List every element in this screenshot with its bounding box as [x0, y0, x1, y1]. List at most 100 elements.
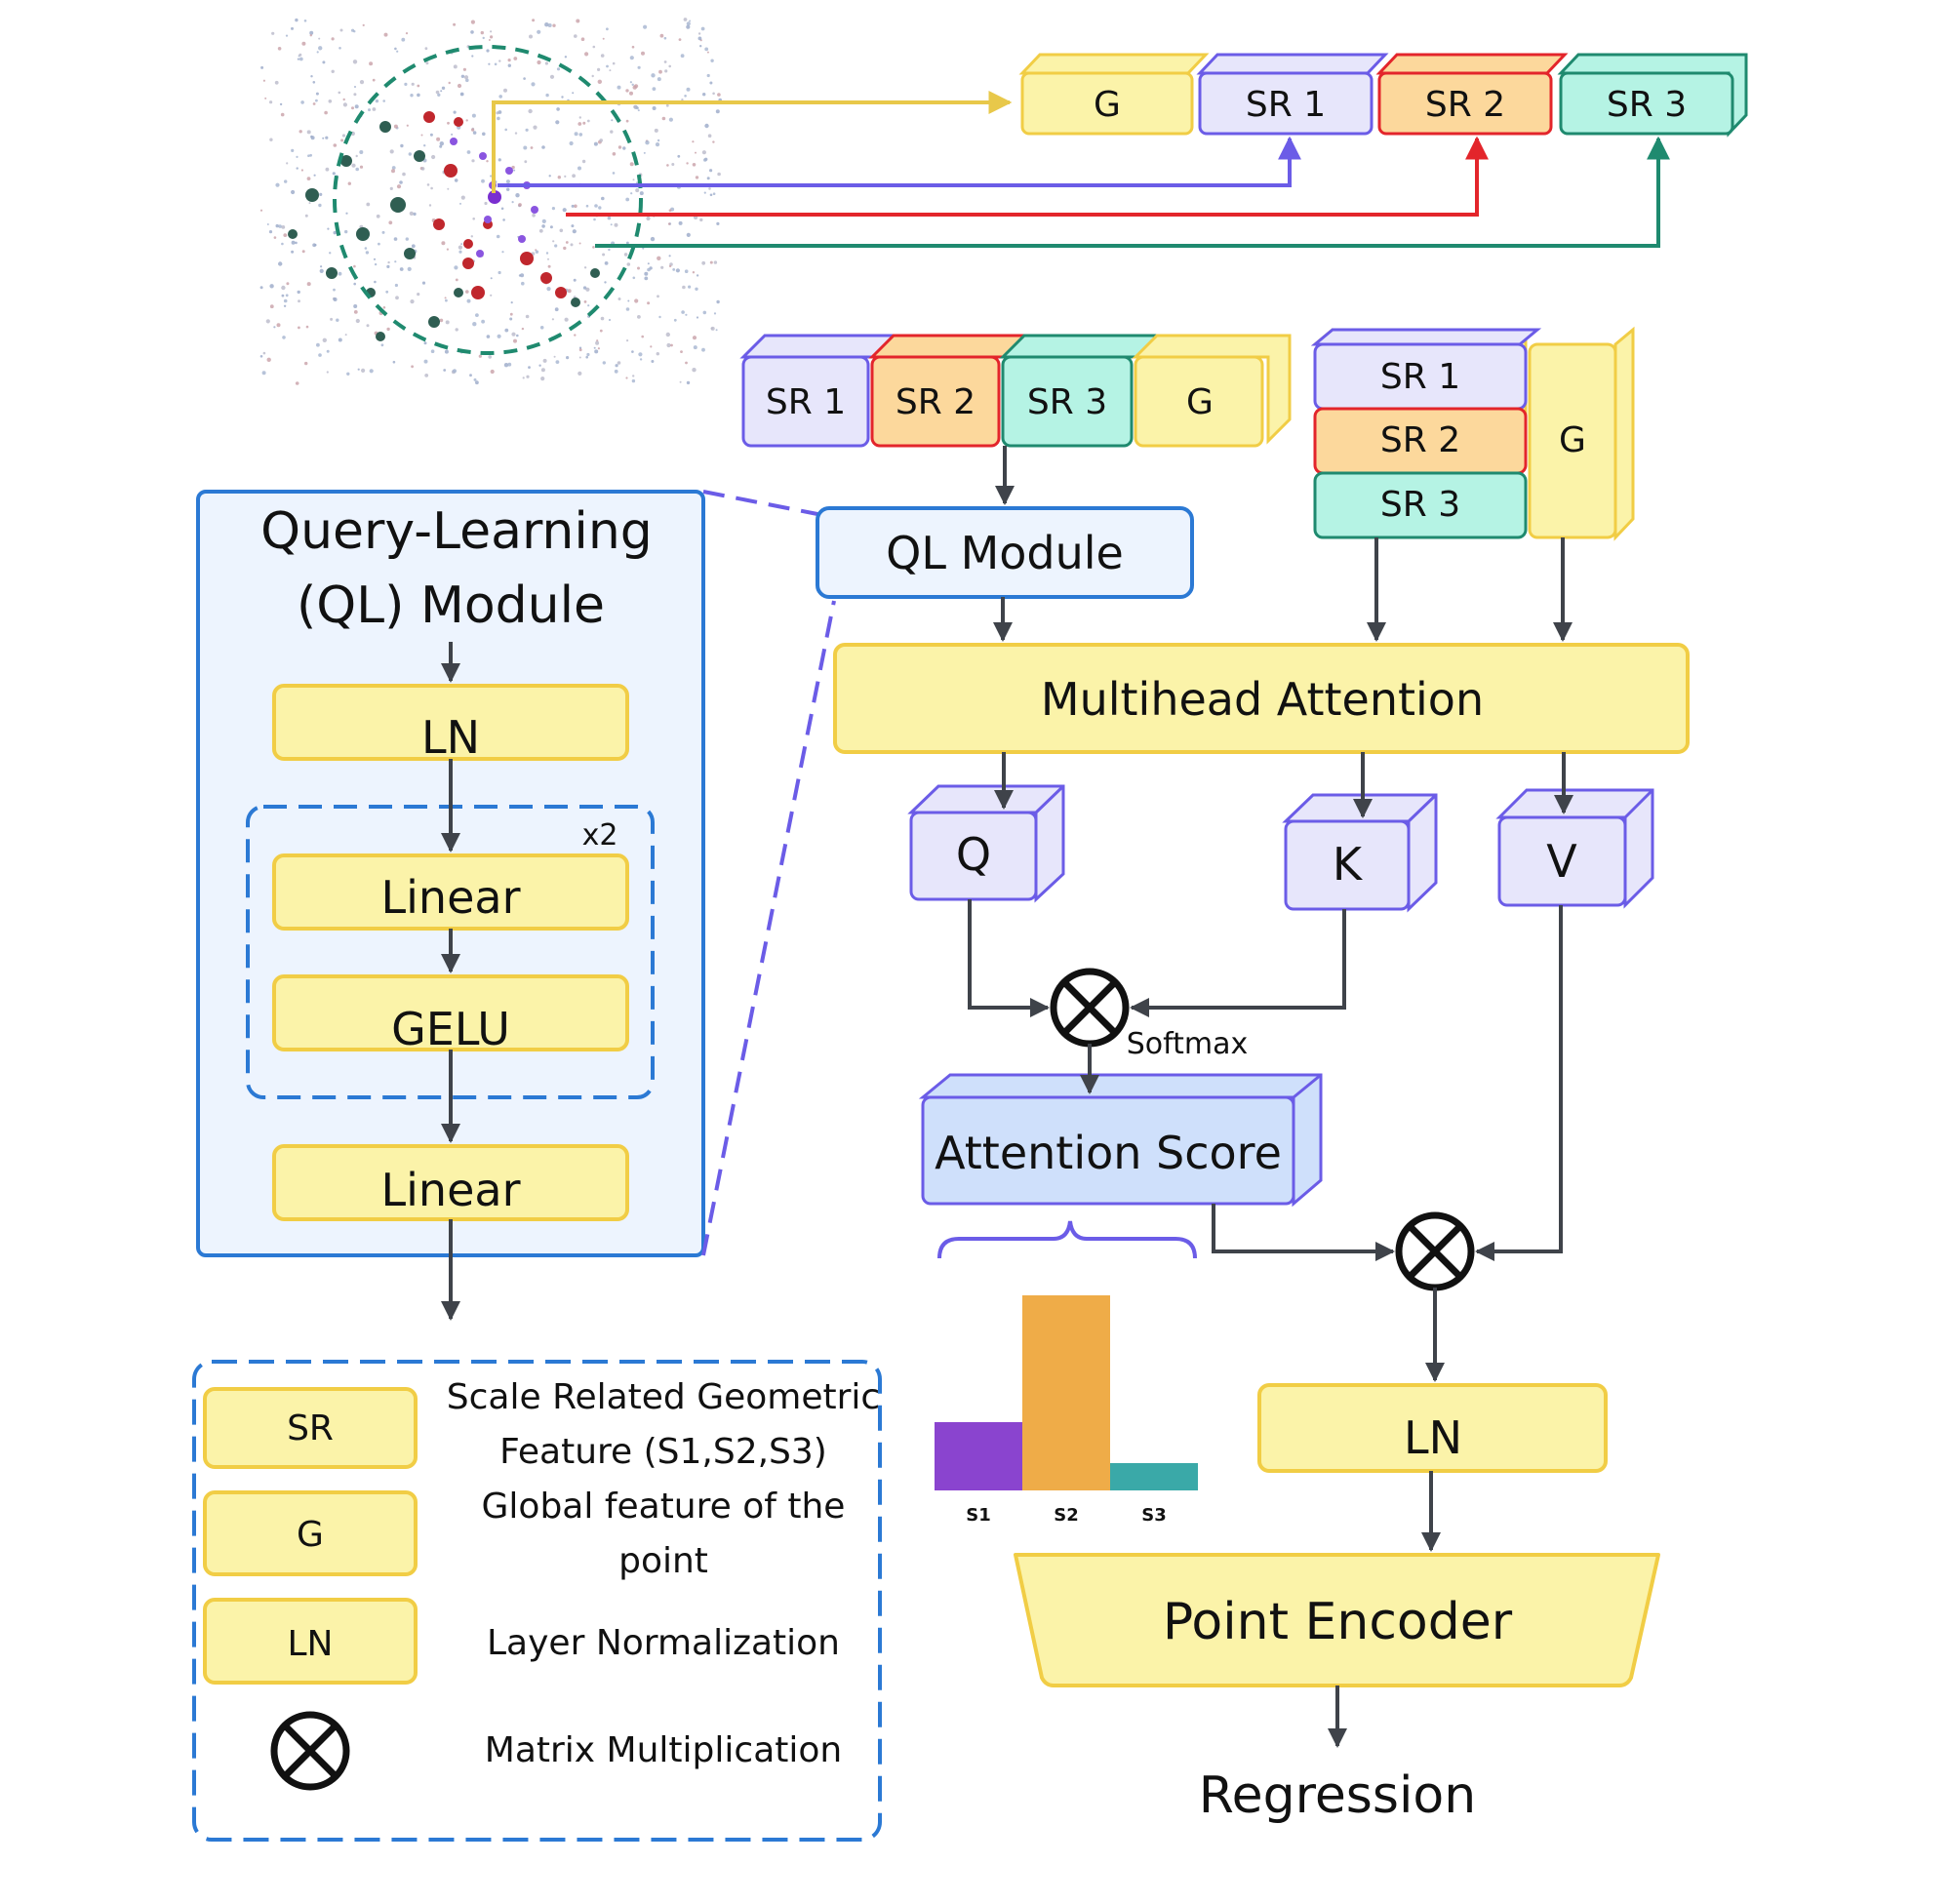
- query-g-label: G: [1186, 382, 1214, 422]
- cloud-dot: [331, 69, 335, 74]
- cloud-dot: [602, 361, 606, 365]
- cloud-dot: [632, 85, 637, 90]
- cloud-dot: [281, 242, 284, 246]
- cloud-dot: [533, 125, 538, 130]
- cloud-dot: [325, 167, 330, 172]
- cloud-dot: [355, 318, 360, 324]
- cloud-dot: [530, 146, 534, 149]
- cloud-dot: [556, 67, 561, 71]
- softmax-label: Softmax: [1127, 1027, 1249, 1061]
- cloud-dot: [488, 355, 493, 359]
- cloud-dot: [296, 155, 299, 158]
- cloud-dot: [547, 23, 552, 27]
- cloud-dot: [441, 86, 446, 91]
- cloud-dot: [409, 211, 414, 216]
- cloud-dot: [424, 374, 429, 377]
- cloud-dot: [658, 69, 662, 74]
- cloud-dot: [458, 250, 462, 254]
- cloud-dot: [713, 260, 718, 264]
- cloud-dot: [381, 230, 385, 234]
- cloud-dot: [417, 293, 420, 297]
- cloud-dot: [523, 145, 528, 150]
- cloud-dot: [549, 74, 555, 79]
- cloud-dot: [309, 34, 312, 37]
- score-tick-s1: S1: [966, 1505, 991, 1526]
- cloud-dot: [651, 73, 656, 78]
- cloud-dot: [374, 280, 377, 284]
- cloud-dot: [637, 109, 640, 112]
- regression-label: Regression: [1199, 1766, 1476, 1825]
- cloud-dot: [329, 252, 332, 255]
- stack-sr2-label: SR 2: [1380, 420, 1460, 460]
- cloud-dot: [324, 110, 328, 115]
- cloud-dot: [663, 60, 667, 63]
- cloud-dot: [692, 271, 696, 274]
- cloud-dot: [463, 75, 469, 80]
- cloud-dot: [328, 99, 333, 103]
- cloud-dot: [439, 141, 444, 146]
- cloud-dot: [552, 240, 555, 243]
- cloud-dot: [314, 244, 317, 247]
- cloud-dot: [554, 307, 559, 312]
- cloud-dot: [704, 123, 709, 129]
- cloud-dot: [585, 287, 590, 292]
- cloud-dot: [276, 323, 281, 328]
- multihead-attention-label: Multihead Attention: [1041, 673, 1484, 726]
- cloud-dot: [509, 312, 513, 316]
- cloud-dot: [344, 229, 348, 234]
- cloud-dot: [364, 247, 368, 250]
- cloud-dot: [498, 110, 502, 114]
- cloud-dot: [372, 107, 377, 111]
- cloud-dot: [304, 214, 308, 218]
- legend-mm-desc: Matrix Multiplication: [485, 1730, 842, 1770]
- cloud-dot: [336, 318, 339, 322]
- cloud-dot: [545, 93, 549, 98]
- cloud-dot: [345, 212, 348, 215]
- cloud-dot: [639, 191, 644, 196]
- cloud-dot: [471, 159, 475, 163]
- cloud-dot: [286, 282, 290, 286]
- cloud-dot: [472, 322, 477, 327]
- stack-g-label: G: [1559, 420, 1586, 460]
- cloud-dot: [298, 326, 300, 330]
- cloud-dot: [382, 306, 386, 309]
- cloud-dot: [539, 326, 544, 330]
- cloud-dot: [600, 316, 605, 321]
- cloud-to-feature-arrows: [492, 91, 1670, 248]
- cloud-dot: [692, 336, 697, 340]
- v-cube: V: [1495, 788, 1654, 909]
- cloud-dot: [451, 133, 454, 136]
- legend-g-swatch: [203, 1490, 418, 1576]
- cloud-dot: [637, 266, 640, 270]
- cloud-dot: [465, 119, 468, 122]
- cloud-dot: [555, 120, 560, 125]
- cloud-dot: [394, 260, 397, 263]
- cloud-dot: [319, 268, 324, 273]
- cloud-dot: [667, 222, 671, 225]
- cloud-dot: [303, 20, 307, 22]
- legend-sr-key: SR: [287, 1408, 334, 1448]
- attention-score-label: Attention Score: [935, 1127, 1282, 1179]
- cloud-dot: [696, 274, 699, 277]
- cloud-dot: [578, 242, 581, 245]
- cloud-dot: [269, 304, 274, 309]
- cloud-dot: [525, 128, 529, 132]
- cloud-dot: [578, 133, 583, 137]
- cloud-dot: [445, 298, 448, 302]
- cloud-dot: [346, 372, 350, 376]
- score-bar-s2: [1022, 1295, 1110, 1490]
- cloud-dot: [629, 91, 633, 96]
- cloud-dot: [555, 360, 560, 364]
- cloud-dot: [504, 328, 509, 333]
- cloud-dot: [378, 242, 380, 246]
- cloud-dot: [385, 290, 389, 294]
- cloud-dot: [353, 310, 358, 314]
- cloud-dot: [326, 371, 329, 374]
- cloud-dot: [318, 353, 322, 357]
- cloud-dot: [375, 99, 379, 103]
- cloud-dot: [326, 349, 330, 353]
- cloud-dot: [641, 51, 645, 56]
- cloud-dot: [393, 237, 398, 241]
- cloud-dot: [411, 244, 416, 249]
